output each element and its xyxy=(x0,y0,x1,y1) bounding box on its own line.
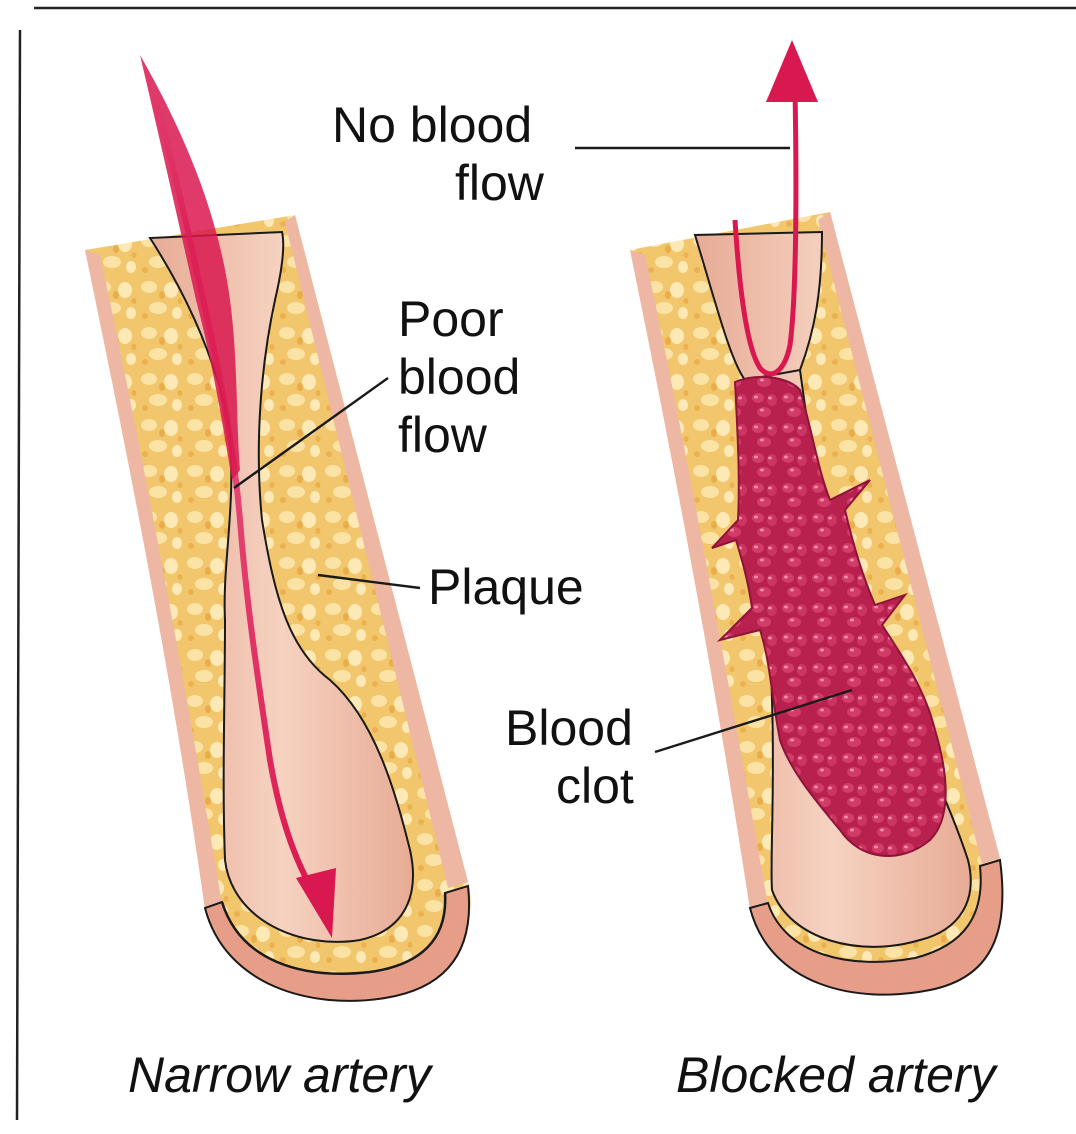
narrow-artery xyxy=(85,55,470,1001)
label-poor-blood-flow-line2: blood xyxy=(398,349,520,405)
label-plaque: Plaque xyxy=(428,559,584,615)
caption-narrow-artery: Narrow artery xyxy=(128,1047,434,1103)
label-poor-blood-flow-line3: flow xyxy=(398,407,488,463)
blocked-artery xyxy=(630,40,1002,995)
caption-blocked-artery: Blocked artery xyxy=(676,1047,999,1103)
label-no-blood-flow-line1: No blood xyxy=(332,97,532,153)
label-blood-clot-line1: Blood xyxy=(505,700,633,756)
label-no-blood-flow-line2: flow xyxy=(455,155,545,211)
flow-arrowhead-up xyxy=(766,40,818,102)
label-blood-clot-line2: clot xyxy=(556,758,634,814)
label-poor-blood-flow-line1: Poor xyxy=(398,291,504,347)
